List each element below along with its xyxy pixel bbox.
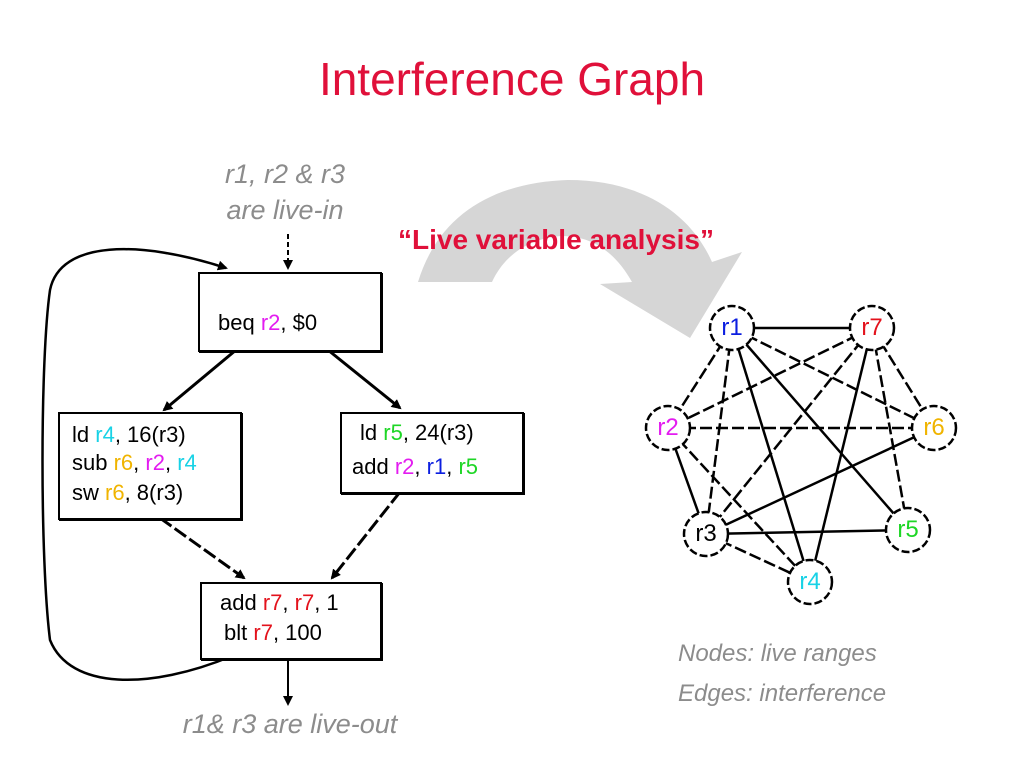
graph-node-r4 bbox=[786, 558, 834, 606]
graph-edge-r1-r6 bbox=[731, 326, 935, 430]
graph-edge-r6-r3 bbox=[705, 426, 935, 536]
instruction-token: ld bbox=[72, 422, 90, 447]
live-in-line-1: r1, r2 & r3 bbox=[224, 159, 346, 189]
instruction-token: r6 bbox=[107, 450, 134, 475]
basic-block-right: ld r5, 24(r3)add r2, r1, r5 bbox=[340, 412, 524, 494]
instruction-token: r4 bbox=[89, 422, 115, 447]
instruction-token: , 8(r3) bbox=[124, 480, 184, 505]
graph-node-label-r2: r2 bbox=[657, 414, 679, 441]
graph-node-r6 bbox=[910, 404, 958, 452]
instruction-left-1: sub r6, r2, r4 bbox=[72, 450, 197, 476]
instruction-token: beq bbox=[218, 310, 255, 335]
instruction-token: , 1 bbox=[314, 590, 339, 615]
graph-node-label-r1: r1 bbox=[721, 314, 743, 341]
basic-block-entry: beq r2, $0 bbox=[198, 272, 382, 352]
graph-edge-r7-r2 bbox=[667, 326, 873, 430]
instruction-token: , 100 bbox=[272, 620, 322, 645]
instruction-token: r4 bbox=[177, 450, 197, 475]
instruction-token: sw bbox=[72, 480, 99, 505]
legend-edges: Edges: interference bbox=[678, 680, 887, 707]
graph-edge-r7-r3 bbox=[705, 327, 873, 535]
live-in-line-2: are live-in bbox=[226, 195, 344, 225]
instruction-token: ld bbox=[360, 420, 378, 445]
instruction-token: , 24(r3) bbox=[402, 420, 474, 445]
instruction-right-0: ld r5, 24(r3) bbox=[360, 420, 474, 446]
instruction-token: r5 bbox=[458, 454, 478, 479]
graph-node-r2 bbox=[644, 404, 692, 452]
graph-node-r7 bbox=[848, 304, 896, 352]
graph-node-label-r4: r4 bbox=[799, 568, 821, 595]
graph-node-r3 bbox=[682, 510, 730, 558]
graph-nodes bbox=[644, 304, 958, 606]
instruction-token: , 16(r3) bbox=[114, 422, 186, 447]
cfg-edge-entry-left bbox=[162, 348, 237, 412]
cfg-edge-entry-right bbox=[327, 348, 402, 410]
graph-node-r1 bbox=[708, 304, 756, 352]
graph-edge-r7-r4 bbox=[808, 327, 874, 583]
graph-edge-r1-r3 bbox=[704, 327, 734, 535]
cfg-edge-right-exit bbox=[330, 491, 402, 580]
instruction-right-1: add r2, r1, r5 bbox=[352, 454, 478, 480]
graph-node-r5 bbox=[884, 506, 932, 554]
cfg-back-edge bbox=[41, 247, 233, 682]
instruction-left-2: sw r6, 8(r3) bbox=[72, 480, 183, 506]
graph-edge-r2-r4 bbox=[667, 427, 811, 583]
graph-edge-r7-r5 bbox=[870, 327, 910, 531]
graph-node-label-r6: r6 bbox=[923, 414, 945, 441]
instruction-token: , $0 bbox=[280, 310, 318, 335]
instruction-token: r2 bbox=[254, 310, 281, 335]
instruction-token: r2 bbox=[388, 454, 415, 479]
instruction-token: , bbox=[282, 590, 295, 615]
live-in-note: r1, r2 & r3 are live-in bbox=[190, 156, 380, 228]
instruction-exit-0: add r7, r7, 1 bbox=[220, 590, 339, 616]
instruction-token: , bbox=[446, 454, 459, 479]
instruction-token: r5 bbox=[377, 420, 403, 445]
graph-edge-r3-r5 bbox=[705, 528, 909, 536]
instruction-token: r7 bbox=[256, 590, 283, 615]
instruction-token: , bbox=[414, 454, 427, 479]
instruction-left-0: ld r4, 16(r3) bbox=[72, 422, 186, 448]
cfg-edge-left-exit bbox=[159, 516, 246, 580]
instruction-token: sub bbox=[72, 450, 108, 475]
analysis-label: “Live variable analysis” bbox=[398, 224, 714, 255]
legend-nodes: Nodes: live ranges bbox=[678, 640, 877, 667]
instruction-token: add bbox=[352, 454, 389, 479]
live-out-note: r1& r3 are live-out bbox=[182, 709, 398, 739]
graph-node-label-r3: r3 bbox=[695, 520, 717, 547]
instruction-token: r7 bbox=[247, 620, 273, 645]
instruction-token: , bbox=[133, 450, 146, 475]
instruction-token: r6 bbox=[98, 480, 125, 505]
instruction-token: blt bbox=[224, 620, 248, 645]
graph-node-label-r5: r5 bbox=[897, 516, 919, 543]
instruction-exit-1: blt r7, 100 bbox=[224, 620, 322, 646]
instruction-token: , bbox=[164, 450, 178, 475]
graph-edges bbox=[666, 326, 936, 584]
instruction-token: r1 bbox=[426, 454, 447, 479]
curved-arrow-icon bbox=[418, 180, 742, 338]
instruction-token: r7 bbox=[294, 590, 315, 615]
instruction-entry-0: beq r2, $0 bbox=[218, 310, 317, 336]
graph-node-label-r7: r7 bbox=[861, 314, 883, 341]
instruction-token: add bbox=[220, 590, 257, 615]
instruction-token: r2 bbox=[145, 450, 165, 475]
slide-title: Interference Graph bbox=[318, 53, 706, 105]
